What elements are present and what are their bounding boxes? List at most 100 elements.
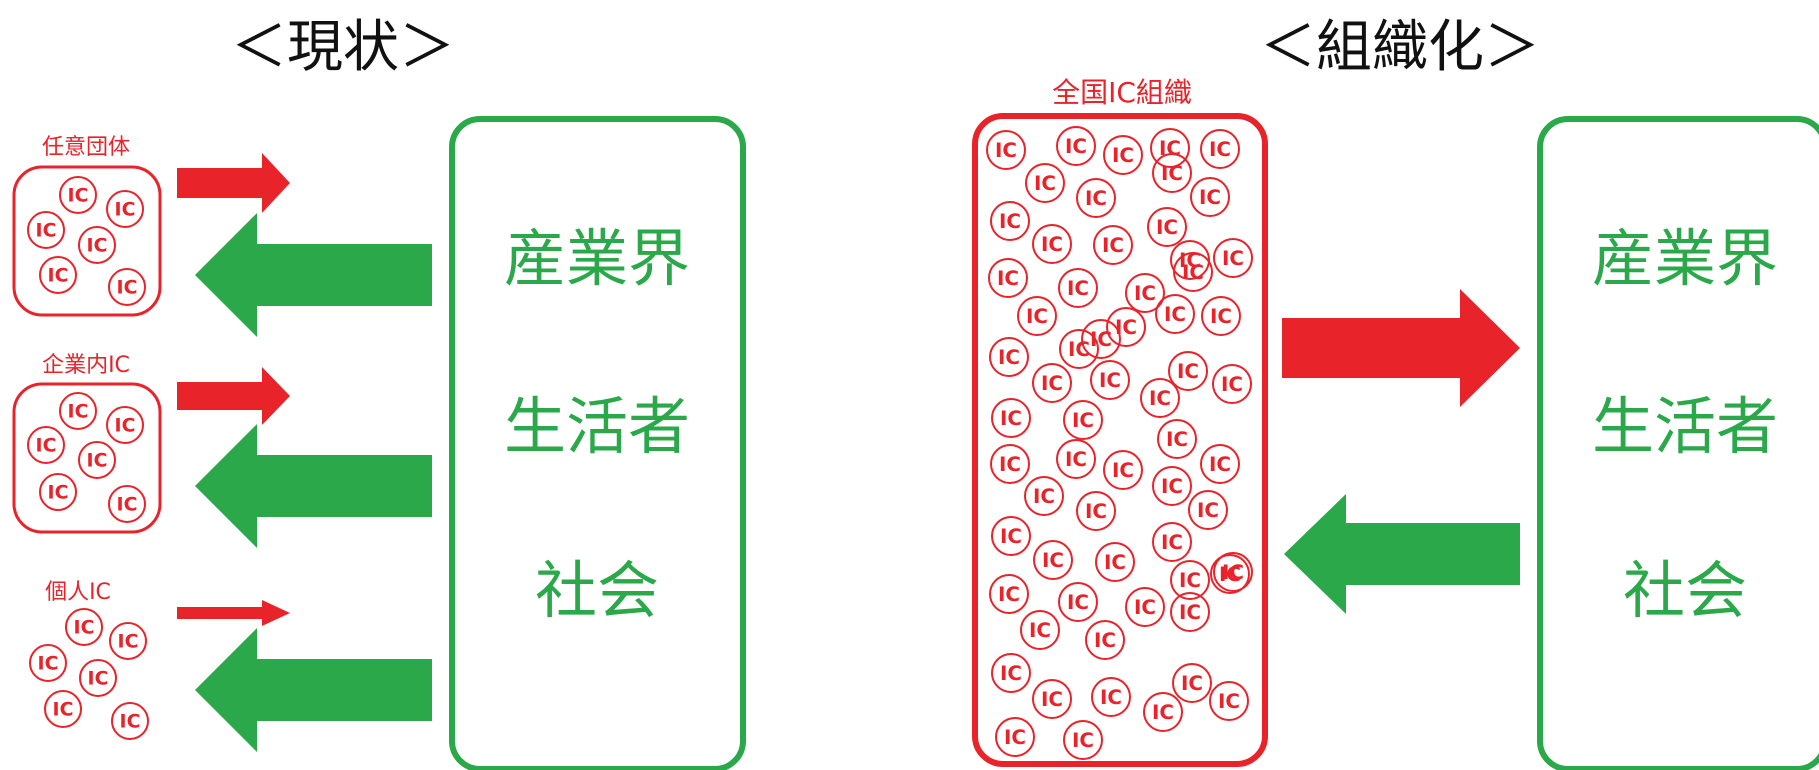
ic-icon-label: IC	[1179, 569, 1201, 592]
ic-icon: IC	[1093, 225, 1133, 265]
red-arrow-right-3	[177, 600, 290, 626]
ic-icon: IC	[1103, 135, 1143, 175]
green-arrow-left-1	[195, 213, 432, 337]
green-arrow-left-2	[195, 424, 432, 548]
ic-icon-label: IC	[1004, 726, 1026, 749]
left-actor-industry: 産業界	[504, 222, 690, 295]
ic-icon-label: IC	[1000, 525, 1022, 548]
ic-icon: IC	[1032, 363, 1072, 403]
group-label-individual: 個人IC	[45, 580, 111, 605]
ic-icon-label: IC	[1112, 459, 1134, 482]
ic-icon-label: IC	[53, 698, 74, 720]
ic-icon: IC	[1095, 542, 1135, 582]
ic-icon: IC	[1020, 610, 1060, 650]
ic-icon: IC	[991, 516, 1031, 556]
ic-icon-label: IC	[1000, 662, 1022, 685]
ic-icon: IC	[1125, 587, 1165, 627]
ic-icon-label: IC	[88, 667, 109, 689]
ic-icon: IC	[27, 211, 65, 249]
ic-icon-label: IC	[1149, 387, 1171, 410]
ic-icon-label: IC	[1115, 316, 1137, 339]
ic-icon: IC	[1056, 439, 1096, 479]
ic-icon-label: IC	[999, 453, 1021, 476]
ic-icon: IC	[1188, 490, 1228, 530]
ic-icon-label: IC	[1041, 233, 1063, 256]
right-actor-consumers: 生活者	[1592, 390, 1778, 463]
ic-icon-label: IC	[1197, 499, 1219, 522]
ic-icon-label: IC	[1065, 135, 1087, 158]
ic-cluster-individual: IC IC IC IC IC IC	[29, 608, 149, 740]
ic-icon: IC	[1091, 677, 1131, 717]
ic-icon: IC	[1209, 681, 1249, 721]
left-actor-consumers: 生活者	[504, 390, 690, 463]
ic-icon-label: IC	[48, 481, 69, 503]
ic-icon-label: IC	[1112, 144, 1134, 167]
group-box-company	[12, 382, 162, 534]
ic-icon: IC	[1058, 268, 1098, 308]
ic-icon-label: IC	[36, 219, 57, 241]
ic-icon-label: IC	[117, 276, 138, 298]
ic-icon: IC	[989, 337, 1029, 377]
ic-icon: IC	[1213, 552, 1253, 592]
ic-icon: IC	[106, 190, 144, 228]
ic-icon: IC	[78, 441, 116, 479]
ic-icon: IC	[1140, 378, 1180, 418]
ic-icon: IC	[990, 201, 1030, 241]
ic-icon: IC	[39, 473, 77, 511]
ic-icon-label: IC	[115, 198, 136, 220]
ic-icon-label: IC	[1221, 373, 1243, 396]
ic-icon-label: IC	[115, 414, 136, 436]
ic-icon: IC	[59, 392, 97, 430]
ic-icon: IC	[59, 176, 97, 214]
ic-icon: IC	[1081, 319, 1121, 359]
ic-icon: IC	[995, 717, 1035, 757]
ic-icon: IC	[1170, 240, 1210, 280]
ic-icon: IC	[109, 622, 147, 660]
ic-icon-label: IC	[1072, 729, 1094, 752]
ic-icon: IC	[108, 485, 146, 523]
ic-icon-label: IC	[1134, 596, 1156, 619]
ic-icon: IC	[1090, 360, 1130, 400]
ic-icon-label: IC	[999, 210, 1021, 233]
ic-icon-label: IC	[1090, 328, 1112, 351]
ic-icon-label: IC	[87, 449, 108, 471]
ic-icon-label: IC	[38, 652, 59, 674]
left-actor-society: 社会	[535, 554, 659, 627]
ic-icon-label: IC	[1065, 448, 1087, 471]
ic-icon-label: IC	[1072, 409, 1094, 432]
right-actors-box	[1537, 116, 1819, 770]
ic-icon: IC	[986, 130, 1026, 170]
ic-icon: IC	[1032, 224, 1072, 264]
ic-icon-label: IC	[68, 184, 89, 206]
ic-icon: IC	[1076, 491, 1116, 531]
ic-icon: IC	[1106, 307, 1146, 347]
ic-icon-label: IC	[120, 710, 141, 732]
ic-icon-label: IC	[1041, 372, 1063, 395]
ic-icon: IC	[1155, 294, 1195, 334]
ic-icon-label: IC	[87, 234, 108, 256]
national-ic-org-box	[972, 113, 1268, 767]
ic-icon: IC	[1085, 620, 1125, 660]
ic-icon-label: IC	[998, 583, 1020, 606]
ic-icon: IC	[1058, 582, 1098, 622]
ic-icon-label: IC	[1161, 162, 1183, 185]
ic-icon: IC	[1157, 419, 1197, 459]
ic-icon-label: IC	[1179, 601, 1201, 624]
ic-icon-label: IC	[1099, 369, 1121, 392]
ic-icon-label: IC	[1177, 360, 1199, 383]
ic-icon-label: IC	[1209, 138, 1231, 161]
ic-icon: IC	[1103, 450, 1143, 490]
right-actor-industry: 産業界	[1592, 222, 1778, 295]
ic-icon: IC	[65, 608, 103, 646]
ic-icon-label: IC	[117, 493, 138, 515]
ic-icon-label: IC	[1166, 428, 1188, 451]
ic-icon-label: IC	[36, 434, 57, 456]
ic-icon-label: IC	[1161, 531, 1183, 554]
ic-icon-label: IC	[998, 346, 1020, 369]
ic-icon-label: IC	[118, 630, 139, 652]
ic-icon-label: IC	[1067, 591, 1089, 614]
ic-icon: IC	[1147, 207, 1187, 247]
ic-icon: IC	[1152, 522, 1192, 562]
